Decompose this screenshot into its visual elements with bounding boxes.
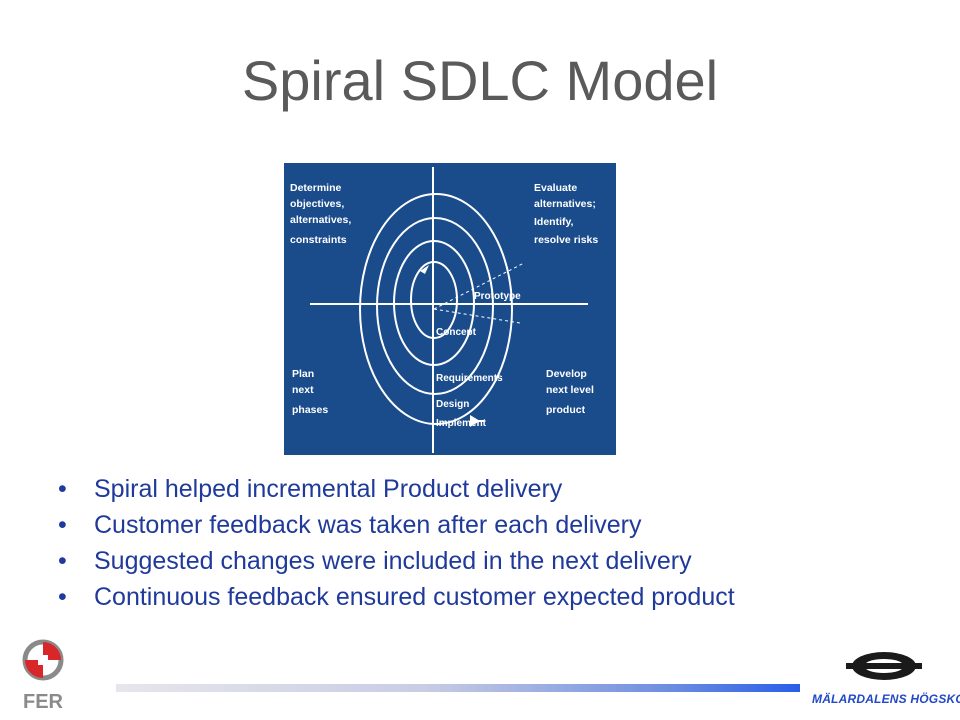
bullet-item: • Suggested changes were included in the …: [58, 549, 878, 574]
bullet-item: • Spiral helped incremental Product deliv…: [58, 477, 878, 502]
slide-title: Spiral SDLC Model: [241, 49, 719, 112]
label-concept: Concept: [436, 327, 477, 338]
dashed-line-upper: [433, 262, 525, 310]
spiral-ring-outer: [359, 193, 513, 425]
fer-logo: FER: [22, 639, 64, 713]
bullet-text: Continuous feedback ensured customer exp…: [94, 583, 735, 611]
spiral-ring-inner: [410, 261, 458, 339]
prototype-dashed-lines: [433, 262, 525, 324]
diagram-background: [284, 163, 616, 455]
bullet-text: Customer feedback was taken after each d…: [94, 511, 642, 539]
mdh-logo-bar: [846, 663, 922, 669]
label-implement: Implement: [436, 418, 487, 429]
bullet-item: • Customer feedback was taken after each …: [58, 513, 878, 538]
spiral-direction-arrow: [420, 265, 429, 274]
spiral-model-diagram: Determine objectives, alternatives, cons…: [284, 163, 616, 455]
mdh-logo-text: MÄLARDALENS HÖGSKOLA: [812, 692, 960, 706]
quadrant-bottom-right: Develop next level product: [546, 368, 597, 416]
bullet-list: • Spiral helped incremental Product deliv…: [58, 477, 878, 621]
bullet-dot-icon: •: [58, 511, 67, 539]
spiral-ring-third: [376, 217, 494, 395]
spiral-ring-second: [393, 240, 475, 366]
bullet-dot-icon: •: [58, 547, 67, 575]
bullet-text: Spiral helped incremental Product delive…: [94, 475, 563, 503]
quadrant-top-left: Determine objectives, alternatives, cons…: [290, 182, 354, 246]
spiral-rings: [359, 193, 513, 425]
quadrant-top-right: Evaluate alternatives; Identify, resolve…: [534, 182, 599, 246]
bullet-text: Suggested changes were included in the n…: [94, 547, 692, 575]
dashed-line-lower: [433, 308, 521, 324]
bullet-item: • Continuous feedback ensured customer ex…: [58, 585, 878, 610]
bullet-dot-icon: •: [58, 475, 67, 503]
bullet-dot-icon: •: [58, 583, 67, 611]
footer-gradient-bar: [116, 684, 800, 692]
label-requirements: Requirements: [436, 373, 503, 384]
fer-logo-text: FER: [23, 691, 64, 713]
label-design: Design: [436, 399, 469, 410]
fer-logo-center: [38, 655, 48, 665]
quadrant-bottom-left: Plan next phases: [292, 368, 328, 416]
label-prototype: Prototype: [474, 291, 521, 302]
mdh-logo: [846, 652, 922, 680]
